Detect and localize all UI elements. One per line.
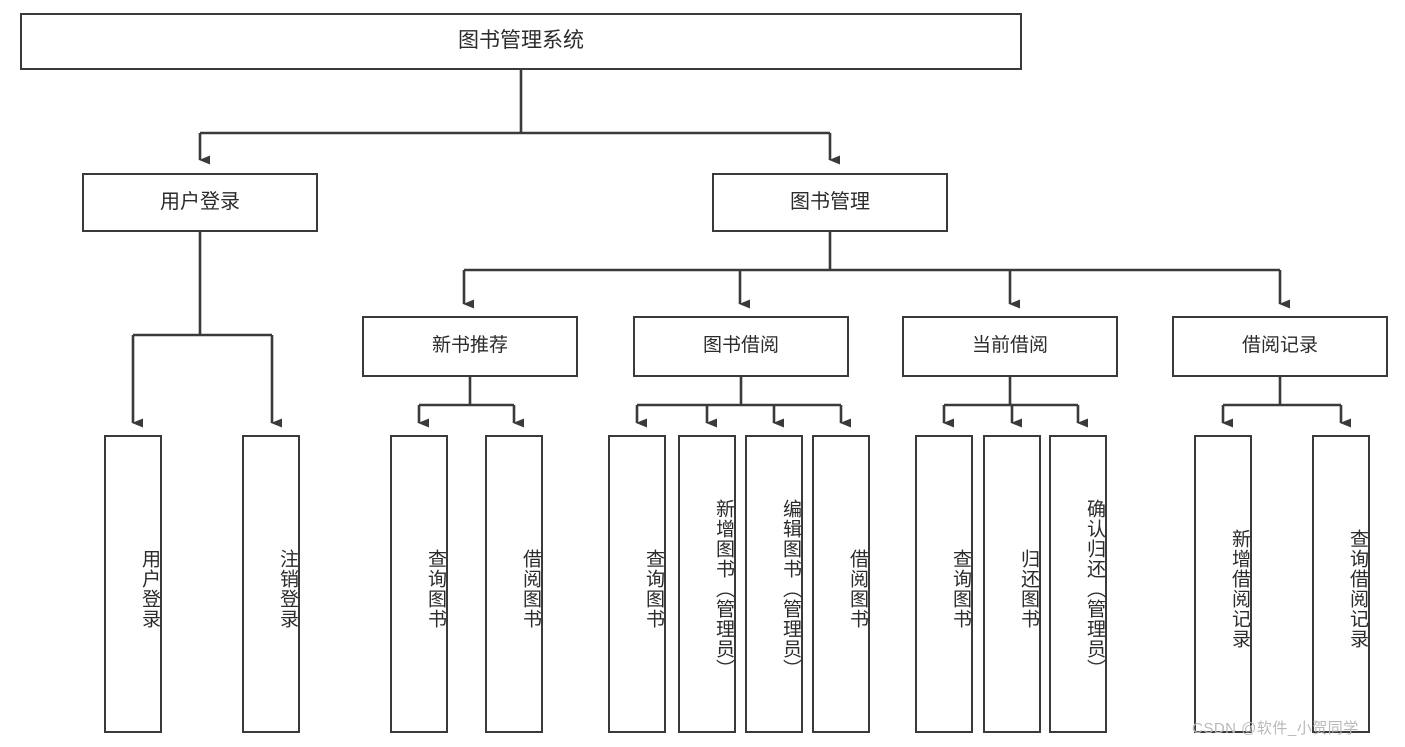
node-leaf-query-record-label: 查询借阅记录 <box>1347 529 1368 649</box>
node-borrow-record[interactable]: 借阅记录 <box>1172 316 1388 377</box>
node-leaf-query-book-2[interactable]: 查询图书 <box>608 435 666 733</box>
node-leaf-confirm-return[interactable]: 确认归还（管理员） <box>1049 435 1107 733</box>
node-leaf-add-record[interactable]: 新增借阅记录 <box>1194 435 1252 733</box>
node-leaf-query-book-2-label: 查询图书 <box>643 549 664 629</box>
node-leaf-logout-login-label: 注销登录 <box>277 549 298 629</box>
node-leaf-user-login[interactable]: 用户登录 <box>104 435 162 733</box>
node-leaf-add-book-label: 新增图书（管理员） <box>713 499 734 679</box>
node-leaf-query-book-3-label: 查询图书 <box>950 549 971 629</box>
node-current-borrow-label: 当前借阅 <box>971 335 1048 357</box>
node-book-borrow-label: 图书借阅 <box>702 335 779 357</box>
node-leaf-edit-book[interactable]: 编辑图书（管理员） <box>745 435 803 733</box>
node-root[interactable]: 图书管理系统 <box>20 13 1022 70</box>
watermark: CSDN @软件_小贺同学 <box>1192 720 1359 737</box>
node-leaf-query-book-1[interactable]: 查询图书 <box>390 435 448 733</box>
node-leaf-borrow-book-2[interactable]: 借阅图书 <box>812 435 870 733</box>
node-borrow-record-label: 借阅记录 <box>1241 335 1318 357</box>
node-new-book-recommend-label: 新书推荐 <box>431 335 508 357</box>
node-leaf-return-book[interactable]: 归还图书 <box>983 435 1041 733</box>
node-root-label: 图书管理系统 <box>458 29 584 53</box>
node-leaf-borrow-book-2-label: 借阅图书 <box>847 549 868 629</box>
node-leaf-borrow-book-1[interactable]: 借阅图书 <box>485 435 543 733</box>
node-leaf-query-book-1-label: 查询图书 <box>425 549 446 629</box>
node-leaf-return-book-label: 归还图书 <box>1018 549 1039 629</box>
node-leaf-borrow-book-1-label: 借阅图书 <box>520 549 541 629</box>
node-leaf-query-book-3[interactable]: 查询图书 <box>915 435 973 733</box>
node-book-borrow[interactable]: 图书借阅 <box>633 316 849 377</box>
node-leaf-add-record-label: 新增借阅记录 <box>1229 529 1250 649</box>
node-leaf-confirm-return-label: 确认归还（管理员） <box>1084 499 1105 679</box>
node-leaf-logout-login[interactable]: 注销登录 <box>242 435 300 733</box>
node-leaf-user-login-label: 用户登录 <box>139 549 160 629</box>
node-leaf-add-book[interactable]: 新增图书（管理员） <box>678 435 736 733</box>
node-book-management[interactable]: 图书管理 <box>712 173 948 232</box>
node-book-management-label: 图书管理 <box>790 190 870 213</box>
node-new-book-recommend[interactable]: 新书推荐 <box>362 316 578 377</box>
node-leaf-query-record[interactable]: 查询借阅记录 <box>1312 435 1370 733</box>
node-user-login[interactable]: 用户登录 <box>82 173 318 232</box>
node-leaf-edit-book-label: 编辑图书（管理员） <box>780 499 801 679</box>
node-user-login-label: 用户登录 <box>160 190 240 213</box>
node-current-borrow[interactable]: 当前借阅 <box>902 316 1118 377</box>
